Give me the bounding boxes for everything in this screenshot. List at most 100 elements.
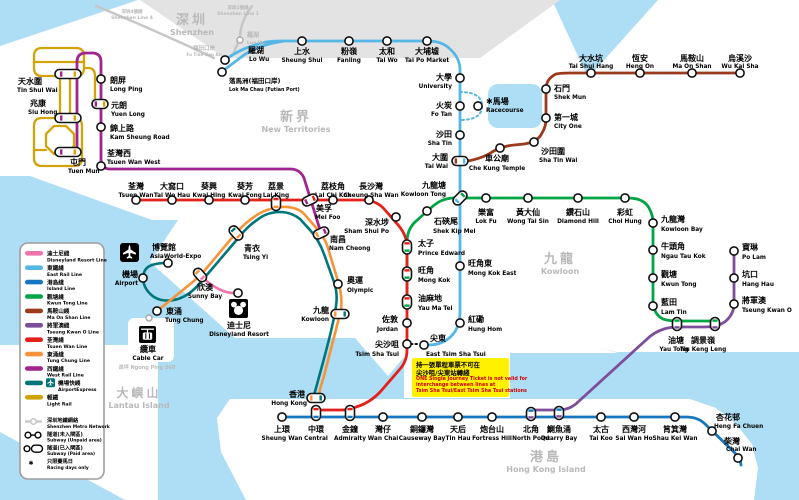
station-ngong-ping-link[interactable] bbox=[145, 314, 153, 322]
interchange-lai-king[interactable] bbox=[270, 194, 282, 212]
station-kwun-tong[interactable] bbox=[648, 273, 658, 283]
interchange-tiu-keng-leng[interactable] bbox=[709, 316, 721, 332]
station-ma-on-shan[interactable] bbox=[687, 68, 697, 78]
station-sai-wan-ho[interactable] bbox=[629, 412, 639, 422]
interchange-admiralty[interactable] bbox=[344, 404, 356, 422]
station-kowloon-bay[interactable] bbox=[648, 218, 658, 228]
station-fanling[interactable] bbox=[344, 36, 354, 46]
interchange-mong-kok[interactable] bbox=[401, 266, 413, 282]
station-mong-kok-east[interactable] bbox=[455, 261, 465, 271]
interchange-pill-tai-wai[interactable] bbox=[451, 155, 469, 167]
interchange-sunny-bay[interactable] bbox=[192, 266, 209, 283]
station-cheung-sha-wan[interactable] bbox=[364, 195, 374, 205]
station-sheung-shui[interactable] bbox=[297, 36, 307, 46]
station-wan-chai[interactable] bbox=[378, 412, 388, 422]
station-shek-kip-mei[interactable] bbox=[422, 206, 432, 216]
station-tin-hau[interactable] bbox=[453, 412, 463, 422]
station-lo-wu[interactable] bbox=[220, 55, 230, 65]
interchange-pill-yau-ma-tei[interactable] bbox=[401, 294, 413, 310]
interchange-tsing-yi[interactable] bbox=[227, 224, 244, 242]
station-racecourse[interactable] bbox=[473, 101, 483, 111]
interchange-pill-tuen-mun[interactable] bbox=[54, 146, 82, 158]
station-university[interactable] bbox=[455, 73, 465, 83]
station-tai-po-market[interactable] bbox=[422, 36, 432, 46]
station-tai-koo[interactable] bbox=[596, 412, 606, 422]
interchange-pill-kowloon[interactable] bbox=[330, 308, 350, 320]
interchange-nam-cheong[interactable] bbox=[312, 226, 330, 241]
interchange-pill-yuen-long[interactable] bbox=[91, 98, 109, 110]
station-long-ping[interactable] bbox=[96, 74, 106, 84]
station-lam-tin[interactable] bbox=[648, 301, 658, 311]
interchange-tin-shui-wai[interactable] bbox=[54, 68, 82, 80]
station-lok-ma-chau[interactable] bbox=[217, 67, 227, 77]
station-lai-chi-kok[interactable] bbox=[328, 195, 338, 205]
pill-tick bbox=[404, 276, 410, 279]
interchange-tai-wai[interactable] bbox=[451, 155, 469, 167]
interchange-pill-admiralty[interactable] bbox=[344, 404, 356, 422]
station-kam-sheung-road[interactable] bbox=[96, 122, 106, 132]
interchange-quarry-bay[interactable] bbox=[553, 405, 565, 421]
station-choi-hung[interactable] bbox=[620, 193, 630, 203]
station-ngau-tau-kok[interactable] bbox=[648, 245, 658, 255]
station-east-tsim-sha-tsui[interactable] bbox=[419, 340, 429, 350]
station-chai-wan[interactable] bbox=[733, 453, 743, 463]
station-tseung-kwan-o[interactable] bbox=[729, 299, 739, 309]
interchange-pill-tin-shui-wai[interactable] bbox=[54, 68, 82, 80]
station-tai-wo[interactable] bbox=[382, 36, 392, 46]
station-disneyland-resort[interactable] bbox=[233, 288, 243, 298]
station-fo-tan[interactable] bbox=[455, 101, 465, 111]
station-label-zh-nam-cheong: 南昌 bbox=[330, 234, 346, 244]
station-asiaworld-expo[interactable] bbox=[163, 258, 173, 268]
interchange-hong-kong[interactable] bbox=[306, 392, 326, 404]
station-fortress-hill[interactable] bbox=[487, 412, 497, 422]
station-kwai-hing[interactable] bbox=[204, 195, 214, 205]
station-sha-tin-wai[interactable] bbox=[529, 137, 539, 147]
station-tung-chung[interactable] bbox=[152, 306, 162, 316]
interchange-siu-hong[interactable] bbox=[54, 112, 82, 124]
station-lok-fu[interactable] bbox=[481, 193, 491, 203]
station-tai-shui-hang[interactable] bbox=[586, 68, 596, 78]
interchange-kowloon[interactable] bbox=[330, 308, 350, 320]
station-city-one[interactable] bbox=[541, 113, 551, 123]
interchange-central[interactable] bbox=[310, 404, 322, 422]
interchange-pill-hong-kong[interactable] bbox=[306, 392, 326, 404]
station-che-kung-temple[interactable] bbox=[495, 143, 505, 153]
interchange-yau-tong[interactable] bbox=[671, 316, 683, 332]
station-tsuen-wan[interactable] bbox=[131, 195, 141, 205]
station-label-zh-shek-kip-mei: 石硤尾 bbox=[433, 216, 458, 226]
station-tsuen-wan-west[interactable] bbox=[96, 161, 106, 171]
station-hang-hau[interactable] bbox=[729, 273, 739, 283]
interchange-pill-siu-hong[interactable] bbox=[54, 112, 82, 124]
station-heng-on[interactable] bbox=[635, 68, 645, 78]
station-tai-wo-hau[interactable] bbox=[167, 195, 177, 205]
interchange-pill-prince-edward[interactable] bbox=[401, 239, 413, 255]
interchange-pill-mong-kok[interactable] bbox=[401, 266, 413, 282]
interchange-tuen-mun[interactable] bbox=[54, 146, 82, 158]
station-sha-tin[interactable] bbox=[455, 130, 465, 140]
interchange-yuen-long[interactable] bbox=[91, 98, 109, 110]
station-po-lam[interactable] bbox=[729, 246, 739, 256]
station-heng-fa-chuen[interactable] bbox=[707, 426, 717, 436]
station-shau-kei-wan[interactable] bbox=[670, 412, 680, 422]
interchange-yau-ma-tei[interactable] bbox=[401, 294, 413, 310]
station-shek-mun[interactable] bbox=[541, 84, 551, 94]
station-wong-tai-sin[interactable] bbox=[523, 193, 533, 203]
station-kwai-fong[interactable] bbox=[240, 195, 250, 205]
station-airport[interactable] bbox=[138, 273, 148, 283]
station-diamond-hill[interactable] bbox=[573, 193, 583, 203]
interchange-north-point[interactable] bbox=[525, 406, 537, 422]
station-wu-kai-sha[interactable] bbox=[735, 68, 745, 78]
station-luohu-shenzhen[interactable] bbox=[236, 36, 244, 44]
interchange-mei-foo[interactable] bbox=[301, 193, 319, 208]
station-causeway-bay[interactable] bbox=[417, 412, 427, 422]
interchange-pill-central[interactable] bbox=[310, 404, 322, 422]
station-sham-shui-po[interactable] bbox=[391, 212, 401, 222]
interchange-kowloon-tong[interactable] bbox=[451, 189, 469, 207]
station-hung-hom[interactable] bbox=[455, 318, 465, 328]
station-olympic[interactable] bbox=[333, 279, 343, 289]
interchange-prince-edward[interactable] bbox=[401, 239, 413, 255]
station-label-en-sha-tin: Sha Tin bbox=[428, 141, 452, 147]
station-jordan[interactable] bbox=[402, 318, 412, 328]
station-sheung-wan[interactable] bbox=[277, 412, 287, 422]
station-tsim-sha-tsui[interactable] bbox=[402, 339, 412, 349]
